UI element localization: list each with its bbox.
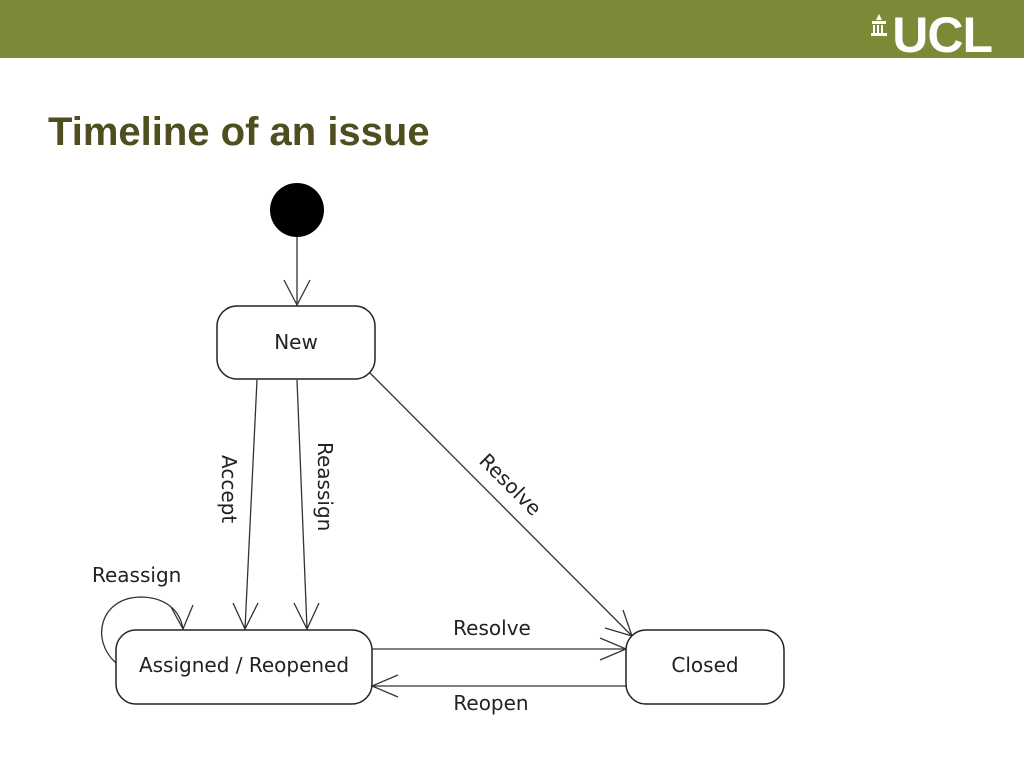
edge-resolve-right-label: Resolve [453, 616, 531, 640]
state-closed-label: Closed [671, 653, 738, 677]
edge-reassign-label: Reassign [313, 442, 337, 531]
edge-accept: Accept [217, 379, 259, 631]
edge-accept-label: Accept [217, 455, 241, 523]
edge-initial-to-new [283, 237, 311, 307]
slide-title: Timeline of an issue [48, 110, 430, 154]
state-assigned-label: Assigned / Reopened [139, 653, 349, 677]
edge-reopen-label: Reopen [453, 691, 528, 715]
edge-resolve-right: Resolve [372, 616, 628, 661]
edge-reopen: Reopen [370, 674, 626, 715]
state-closed: Closed [625, 629, 785, 705]
edge-resolve-diagonal: Resolve [369, 372, 634, 637]
edge-reassign: Reassign [293, 379, 337, 631]
state-assigned-reopened: Assigned / Reopened [115, 629, 373, 705]
header-bar: UCL [0, 0, 1024, 63]
state-new-label: New [274, 330, 318, 354]
edge-reassign-self-label: Reassign [92, 563, 181, 587]
ucl-logo: UCL [868, 7, 993, 63]
initial-state [270, 183, 324, 237]
edge-reassign-self: Reassign [92, 563, 194, 664]
portico-icon [871, 14, 888, 36]
state-new: New [216, 305, 376, 380]
edge-resolve-diagonal-label: Resolve [474, 449, 546, 521]
logo-text: UCL [892, 7, 993, 63]
